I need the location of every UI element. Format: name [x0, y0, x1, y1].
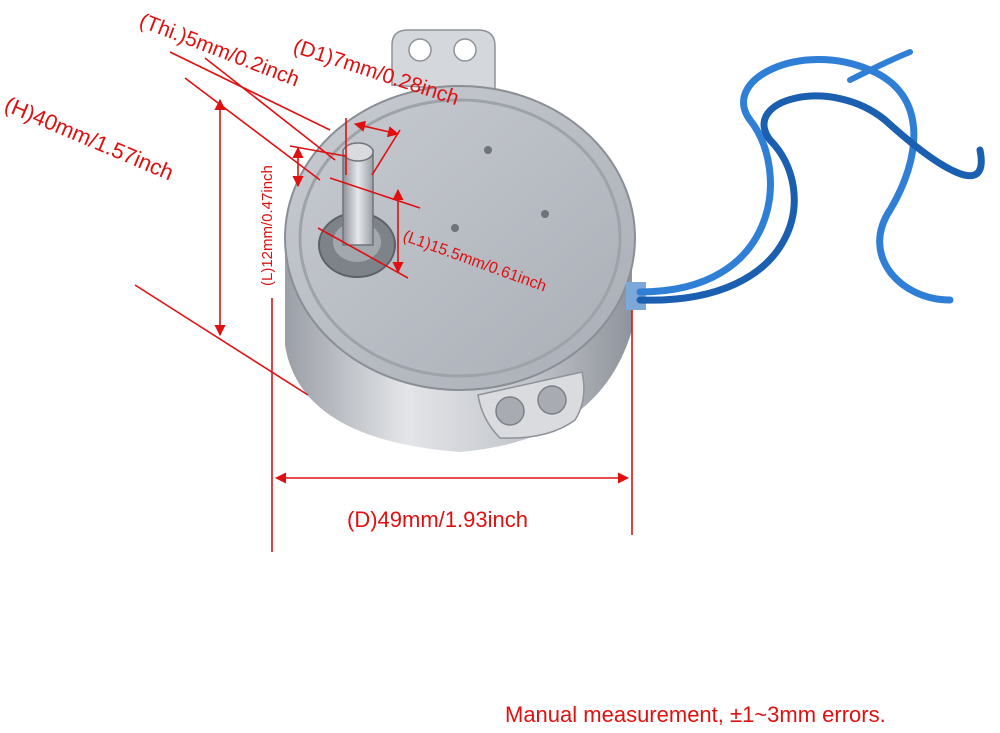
thickness-ext-1 — [204, 57, 336, 161]
height-ext-top — [169, 51, 331, 131]
shaft-width-arrow — [353, 120, 400, 138]
shaft-length-label: (L)12mm/0.47inch — [259, 165, 276, 286]
bottom-tab-hole-left — [495, 396, 525, 426]
total-shaft-ext-top — [329, 177, 421, 209]
face-rivet-1 — [484, 146, 492, 154]
bottom-tab-hole-right — [537, 385, 567, 415]
height-label: (H)40mm/1.57inch — [1, 92, 177, 186]
top-tab-hole-right — [453, 38, 477, 62]
shaft-top — [342, 142, 374, 162]
diameter-label: (D)49mm/1.93inch — [347, 507, 528, 532]
blue-wire-1 — [636, 56, 954, 304]
thickness-label: (Thi.)5mm/0.2inch — [136, 9, 302, 91]
top-tab-hole-left — [408, 38, 432, 62]
face-rivet-3 — [451, 224, 459, 232]
wire-grommet — [626, 282, 646, 310]
measurement-footnote: Manual measurement, ±1~3mm errors. — [505, 702, 886, 727]
motor-illustration — [284, 29, 985, 452]
shaft-length-ext — [289, 145, 346, 157]
dimension-lines — [134, 51, 633, 552]
blue-wire-2 — [636, 92, 985, 304]
face-rivet-2 — [541, 210, 549, 218]
total-shaft-ext-bottom — [317, 227, 409, 279]
motor-face-rim — [298, 98, 622, 378]
thickness-ext-2 — [184, 77, 321, 181]
shaft-width-ext-right — [371, 129, 401, 176]
motor-shaft — [342, 149, 374, 246]
blue-wire-3 — [847, 49, 913, 83]
height-ext-bottom — [134, 284, 309, 396]
